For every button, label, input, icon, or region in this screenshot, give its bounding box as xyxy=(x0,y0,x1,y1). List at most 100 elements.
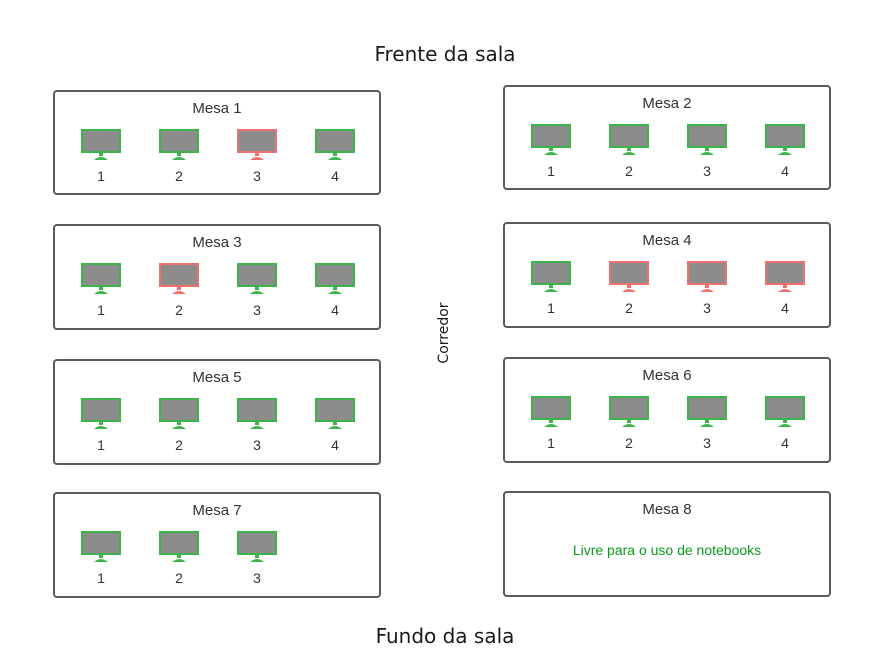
workstation: 2 xyxy=(609,261,649,321)
workstation-number: 3 xyxy=(253,437,261,453)
workstation-number: 1 xyxy=(547,163,555,179)
monitor-available-icon xyxy=(315,129,355,161)
workstation: 3 xyxy=(687,124,727,184)
workstation: 3 xyxy=(237,129,277,189)
workstation: 1 xyxy=(81,129,121,189)
workstation-number: 1 xyxy=(97,302,105,318)
monitor-unavailable-icon xyxy=(159,263,199,295)
workstation-number: 3 xyxy=(703,163,711,179)
workstation-number: 2 xyxy=(625,163,633,179)
workstation: 1 xyxy=(531,124,571,184)
monitor-available-icon xyxy=(81,398,121,430)
table-title: Mesa 2 xyxy=(642,95,692,112)
monitor-available-icon xyxy=(687,396,727,428)
workstation-number: 2 xyxy=(625,435,633,451)
workstation: 3 xyxy=(237,263,277,323)
workstation-number: 1 xyxy=(97,168,105,184)
monitor-available-icon xyxy=(237,263,277,295)
workstation-number: 1 xyxy=(547,300,555,316)
workstation: 4 xyxy=(765,124,805,184)
monitor-available-icon xyxy=(687,124,727,156)
monitor-unavailable-icon xyxy=(765,261,805,293)
monitor-available-icon xyxy=(81,531,121,563)
monitor-unavailable-icon xyxy=(609,261,649,293)
table-mesa-5: Mesa 5 1 2 3 4 xyxy=(53,359,381,465)
workstation-number: 4 xyxy=(781,300,789,316)
workstation-number: 4 xyxy=(781,163,789,179)
table-mesa-3: Mesa 3 1 2 3 4 xyxy=(53,224,381,330)
workstation: 2 xyxy=(159,531,199,591)
monitor-available-icon xyxy=(81,263,121,295)
workstation: 2 xyxy=(159,398,199,458)
workstation: 4 xyxy=(765,261,805,321)
workstation: 4 xyxy=(315,398,355,458)
notebook-note: Livre para o uso de notebooks xyxy=(572,542,762,558)
workstation-number: 3 xyxy=(253,570,261,586)
workstation: 3 xyxy=(687,396,727,456)
monitor-available-icon xyxy=(765,396,805,428)
monitor-available-icon xyxy=(81,129,121,161)
monitor-unavailable-icon xyxy=(687,261,727,293)
workstation-number: 2 xyxy=(175,168,183,184)
workstation-number: 3 xyxy=(253,302,261,318)
monitor-available-icon xyxy=(765,124,805,156)
workstation-number: 1 xyxy=(97,570,105,586)
table-mesa-6: Mesa 6 1 2 3 4 xyxy=(503,357,831,463)
workstation-number: 4 xyxy=(781,435,789,451)
workstation: 2 xyxy=(159,129,199,189)
workstation-number: 2 xyxy=(625,300,633,316)
monitor-available-icon xyxy=(159,129,199,161)
workstation-number: 4 xyxy=(331,437,339,453)
table-title: Mesa 5 xyxy=(192,369,242,386)
workstation: 1 xyxy=(81,263,121,323)
workstation: 2 xyxy=(609,396,649,456)
room-back-label: Fundo da sala xyxy=(375,624,515,648)
table-mesa-8: Mesa 8 Livre para o uso de notebooks xyxy=(503,491,831,597)
workstation-number: 3 xyxy=(253,168,261,184)
workstation-number: 1 xyxy=(547,435,555,451)
workstation-number: 2 xyxy=(175,302,183,318)
monitor-available-icon xyxy=(237,398,277,430)
table-title: Mesa 3 xyxy=(192,234,242,251)
workstation-number: 4 xyxy=(331,302,339,318)
workstation: 2 xyxy=(609,124,649,184)
workstation: 1 xyxy=(81,531,121,591)
workstation-number: 4 xyxy=(331,168,339,184)
workstation: 4 xyxy=(315,129,355,189)
monitor-available-icon xyxy=(315,398,355,430)
table-title: Mesa 4 xyxy=(642,232,692,249)
monitor-available-icon xyxy=(159,531,199,563)
workstation: 3 xyxy=(687,261,727,321)
workstation: 3 xyxy=(237,531,277,591)
monitor-available-icon xyxy=(159,398,199,430)
monitor-available-icon xyxy=(531,396,571,428)
workstation-number: 3 xyxy=(703,435,711,451)
monitor-available-icon xyxy=(531,124,571,156)
workstation: 1 xyxy=(531,261,571,321)
table-mesa-4: Mesa 4 1 2 3 4 xyxy=(503,222,831,328)
workstation: 3 xyxy=(237,398,277,458)
monitor-unavailable-icon xyxy=(237,129,277,161)
monitor-available-icon xyxy=(315,263,355,295)
workstation-number: 1 xyxy=(97,437,105,453)
workstation: 4 xyxy=(765,396,805,456)
corridor-label: Corredor xyxy=(436,302,452,364)
room-front-label: Frente da sala xyxy=(374,42,516,66)
workstation: 1 xyxy=(81,398,121,458)
workstation-number: 3 xyxy=(703,300,711,316)
table-title: Mesa 8 xyxy=(642,501,692,518)
monitor-available-icon xyxy=(237,531,277,563)
workstation: 4 xyxy=(315,263,355,323)
table-title: Mesa 6 xyxy=(642,367,692,384)
table-mesa-2: Mesa 2 1 2 3 4 xyxy=(503,85,831,190)
table-mesa-1: Mesa 1 1 2 3 4 xyxy=(53,90,381,195)
workstation: 1 xyxy=(531,396,571,456)
workstation: 2 xyxy=(159,263,199,323)
monitor-available-icon xyxy=(609,124,649,156)
table-title: Mesa 1 xyxy=(192,100,242,117)
monitor-available-icon xyxy=(531,261,571,293)
workstation-number: 2 xyxy=(175,570,183,586)
workstation-number: 2 xyxy=(175,437,183,453)
monitor-available-icon xyxy=(609,396,649,428)
